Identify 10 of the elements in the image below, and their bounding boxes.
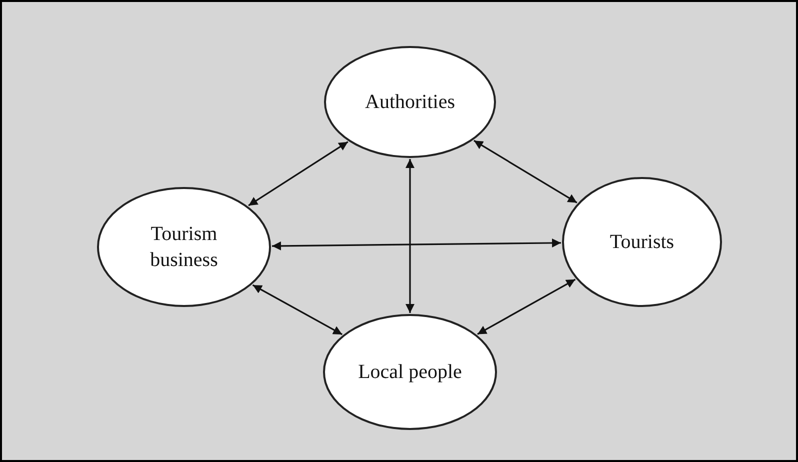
node-label: Local people xyxy=(358,360,462,385)
node-label: Authorities xyxy=(365,90,455,115)
double-arrow xyxy=(272,238,562,250)
double-arrow xyxy=(248,141,348,206)
node-label: Tourism business xyxy=(149,222,219,273)
double-arrow xyxy=(406,159,414,313)
double-arrow xyxy=(477,278,576,335)
node-label: Tourists xyxy=(610,230,674,255)
double-arrow xyxy=(252,284,343,336)
double-arrow xyxy=(474,140,578,204)
